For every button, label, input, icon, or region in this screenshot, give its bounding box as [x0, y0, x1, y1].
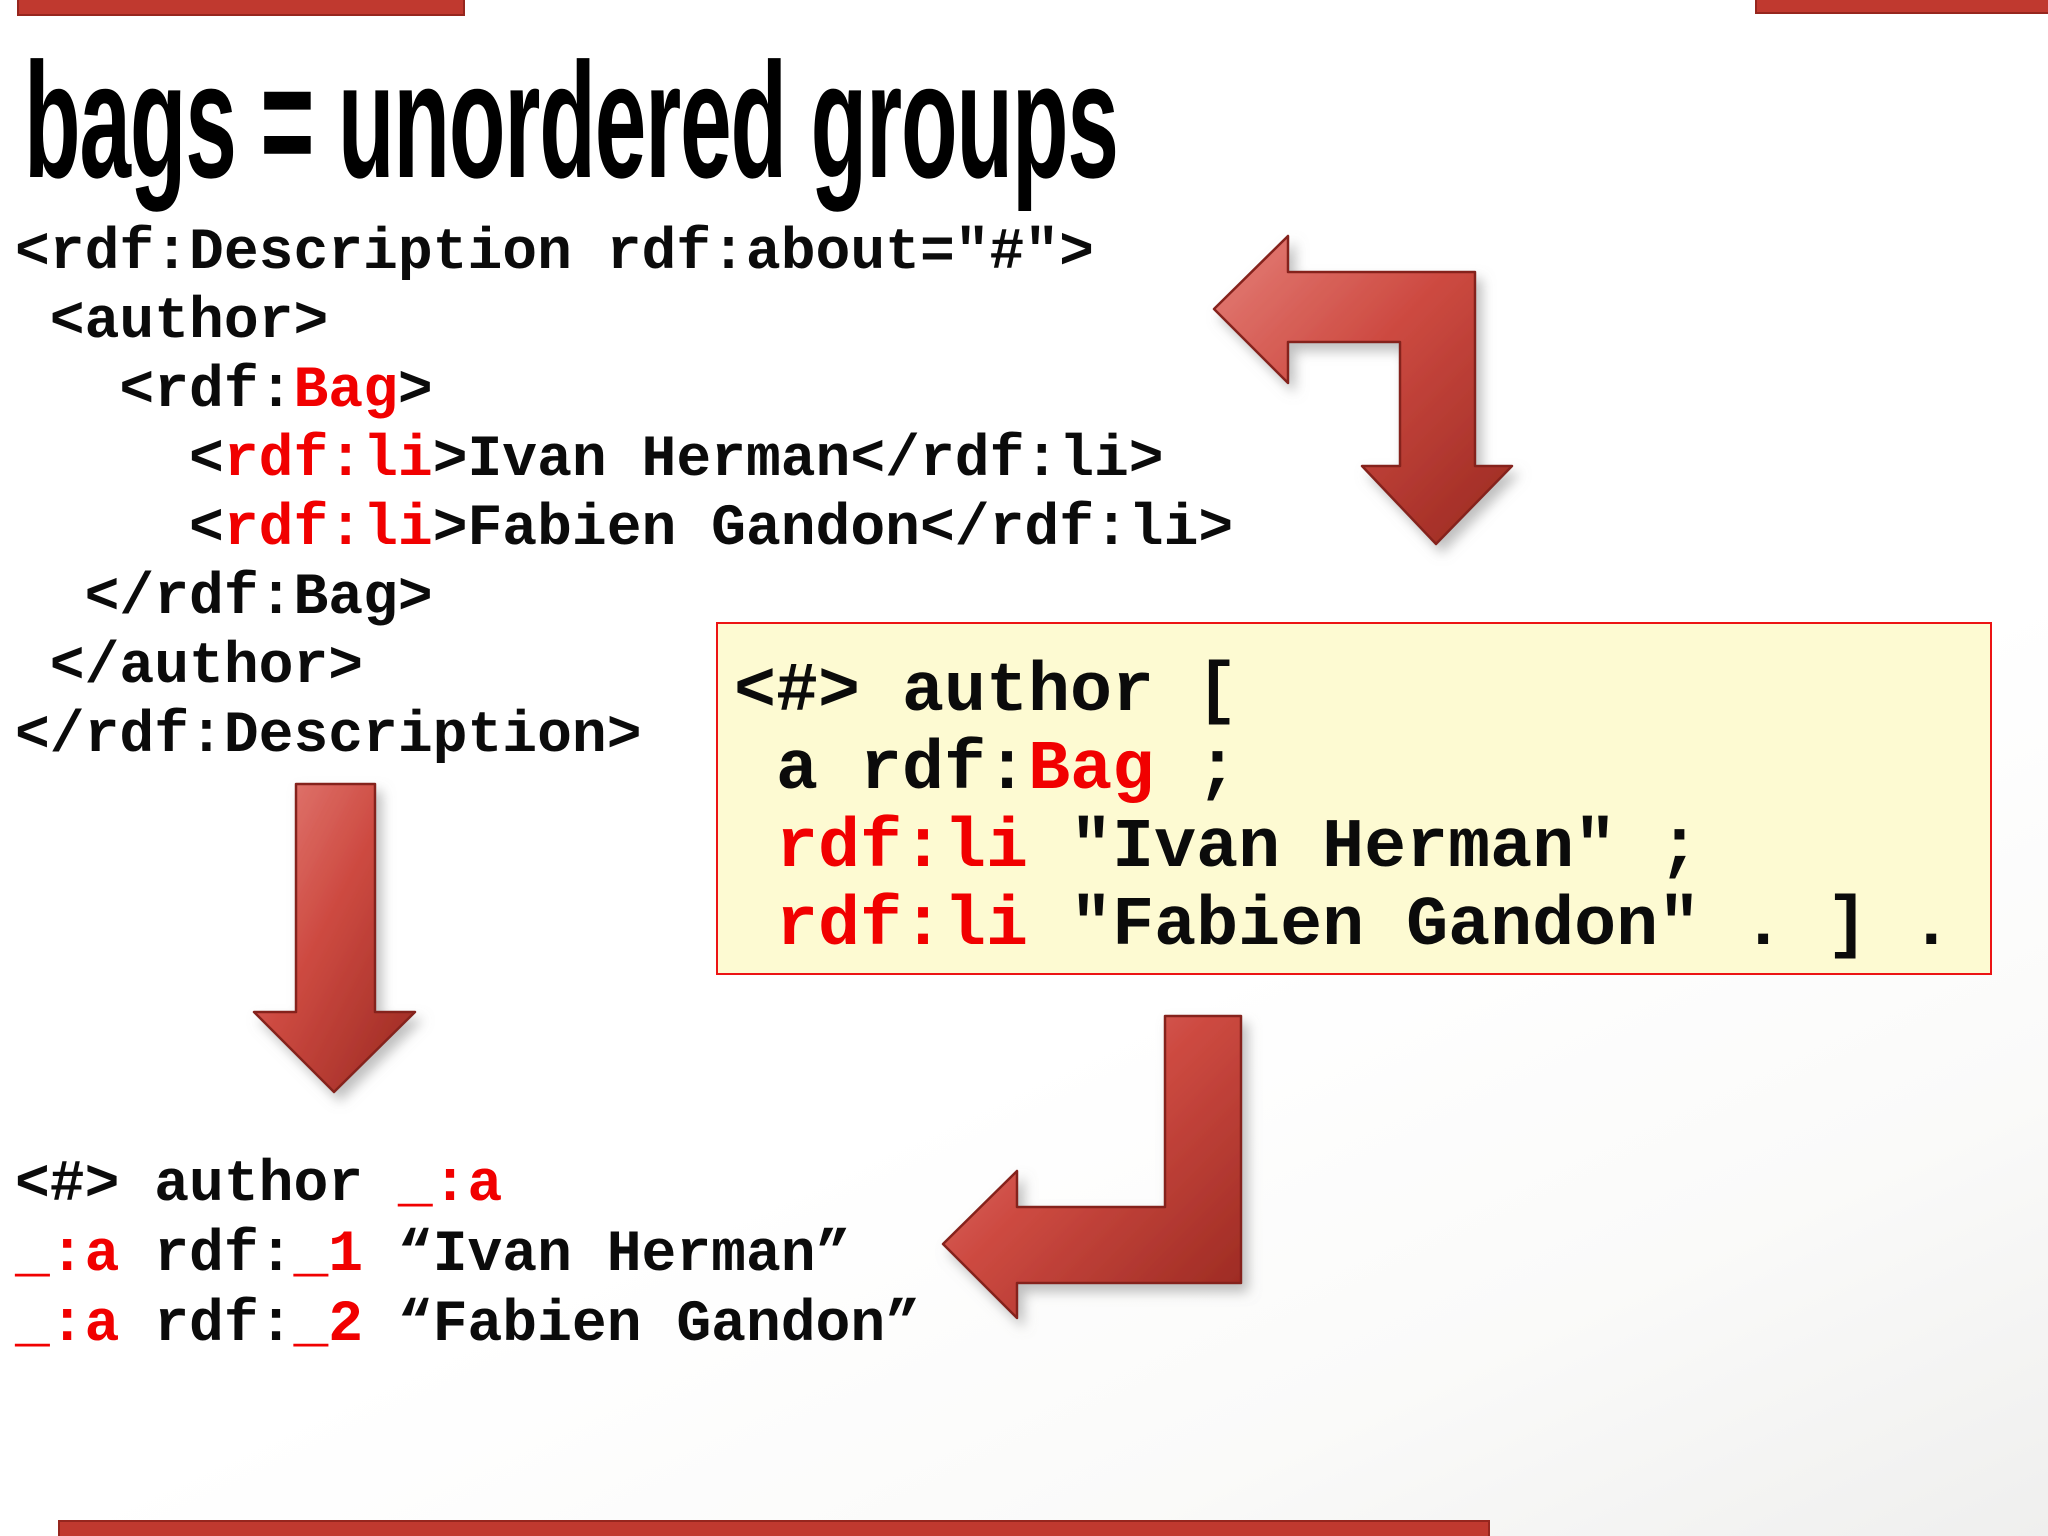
code-token-red: _:a	[397, 1153, 503, 1218]
code-token: “Fabien Gandon”	[363, 1293, 920, 1358]
code-line: </author>	[15, 633, 1233, 702]
code-token: >Ivan Herman</rdf:li>	[432, 428, 1164, 493]
code-line: rdf:li "Fabien Gandon" . ] .	[734, 888, 1952, 966]
rdf-xml-code-block: <rdf:Description rdf:about="#"> <author>…	[15, 219, 1233, 771]
bottom-red-bar	[58, 1520, 1490, 1536]
code-line: <rdf:Description rdf:about="#">	[15, 219, 1233, 288]
code-line: a rdf:Bag ;	[734, 732, 1952, 810]
code-token: <rdf:Description rdf:about="#">	[15, 221, 1094, 286]
slide-title: bags = unordered groups	[24, 29, 1119, 212]
code-line: <rdf:li>Fabien Gandon</rdf:li>	[15, 495, 1233, 564]
code-token-red: _1	[293, 1223, 364, 1288]
code-token: "Ivan Herman" ;	[1028, 809, 1701, 888]
code-token: >Fabien Gandon</rdf:li>	[432, 497, 1234, 562]
code-token-red: _2	[293, 1293, 364, 1358]
code-line: </rdf:Description>	[15, 702, 1233, 771]
code-token: <author>	[15, 290, 329, 355]
code-line: <author>	[15, 288, 1233, 357]
code-line: _:a rdf:_2 “Fabien Gandon”	[15, 1291, 920, 1361]
code-token-red: Bag	[293, 359, 398, 424]
code-token-red: rdf:li	[776, 809, 1029, 888]
straight-arrow-down-icon	[252, 782, 417, 1094]
code-token: a rdf:	[734, 731, 1029, 810]
code-token: rdf:	[119, 1293, 294, 1358]
code-token-red: rdf:li	[776, 887, 1029, 966]
code-token-red: _:a	[15, 1293, 120, 1358]
code-token: <#> author	[15, 1153, 398, 1218]
code-token: <rdf:	[15, 359, 294, 424]
code-token: </rdf:Bag>	[15, 566, 433, 631]
code-token-red: _:a	[15, 1223, 120, 1288]
code-token-red: Bag	[1028, 731, 1155, 810]
turtle-code-box: <#> author [ a rdf:Bag ; rdf:li "Ivan He…	[716, 622, 1992, 975]
code-token: </rdf:Description>	[15, 704, 642, 769]
code-line: </rdf:Bag>	[15, 564, 1233, 633]
code-token: </author>	[15, 635, 364, 700]
code-token	[734, 809, 776, 888]
code-token: rdf:	[119, 1223, 294, 1288]
code-line: _:a rdf:_1 “Ivan Herman”	[15, 1221, 920, 1291]
code-token-red: rdf:li	[223, 497, 433, 562]
code-token: “Ivan Herman”	[363, 1223, 851, 1288]
code-token: <	[15, 497, 224, 562]
code-line: <#> author _:a	[15, 1151, 920, 1221]
ntriples-code-block: <#> author _:a_:a rdf:_1 “Ivan Herman”_:…	[15, 1151, 920, 1361]
bent-arrow-down-left-icon	[941, 1014, 1243, 1320]
code-line: rdf:li "Ivan Herman" ;	[734, 810, 1952, 888]
code-token: "Fabien Gandon" . ] .	[1028, 887, 1953, 966]
turtle-code-block: <#> author [ a rdf:Bag ; rdf:li "Ivan He…	[734, 654, 1952, 966]
code-token: <#> author [	[734, 653, 1239, 732]
top-left-red-bar	[17, 0, 465, 16]
code-token: ;	[1154, 731, 1239, 810]
code-line: <#> author [	[734, 654, 1952, 732]
code-token	[734, 887, 776, 966]
code-token-red: rdf:li	[223, 428, 433, 493]
top-right-red-bar	[1755, 0, 2048, 14]
bent-arrow-left-down-icon	[1212, 234, 1514, 546]
code-line: <rdf:Bag>	[15, 357, 1233, 426]
code-token: >	[397, 359, 433, 424]
code-line: <rdf:li>Ivan Herman</rdf:li>	[15, 426, 1233, 495]
code-token: <	[15, 428, 224, 493]
